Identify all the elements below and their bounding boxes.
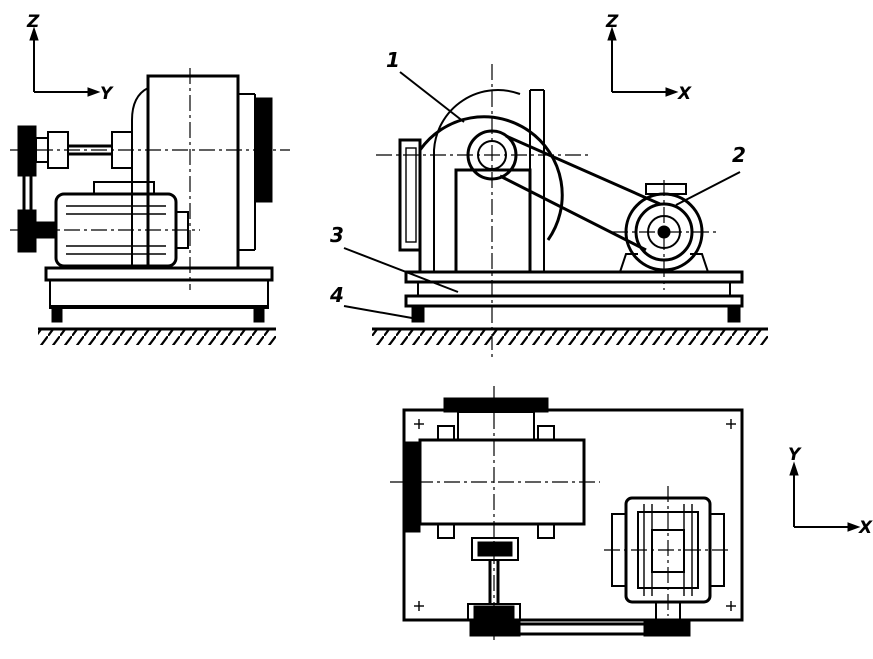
- side-ground: [38, 327, 276, 345]
- front-view: Z X: [329, 12, 768, 360]
- axis-label-z: Z: [26, 12, 40, 32]
- front-base-frame: [404, 270, 744, 323]
- front-motor: [612, 180, 720, 290]
- callout-label-3: 3: [330, 223, 344, 247]
- callout-2: 2: [675, 143, 746, 206]
- top-view: Y X: [390, 386, 873, 640]
- axis-label-x: X: [677, 84, 692, 104]
- top-fan: [390, 386, 600, 640]
- side-fan-housing: [10, 68, 290, 290]
- front-belt: [499, 134, 661, 252]
- front-axis-indicator: Z X: [605, 12, 692, 104]
- callout-label-4: 4: [329, 283, 344, 307]
- front-fan-scroll: [376, 64, 590, 360]
- front-ground: [372, 327, 768, 345]
- side-axis-indicator: Z Y: [26, 12, 114, 104]
- callout-label-1: 1: [386, 48, 400, 72]
- axis-label-z: Z: [605, 12, 619, 32]
- top-axis-indicator: Y X: [788, 445, 873, 538]
- top-motor: [604, 486, 732, 621]
- side-shaft: [17, 125, 133, 177]
- axis-label-x: X: [858, 518, 873, 538]
- callout-label-2: 2: [732, 143, 746, 167]
- mount-marks: [414, 419, 736, 611]
- side-view: Z Y: [10, 12, 290, 345]
- callout-3: 3: [330, 223, 459, 293]
- callout-1: 1: [386, 48, 465, 123]
- top-belt: [469, 619, 691, 637]
- callout-4: 4: [329, 283, 413, 319]
- side-base-frame: [44, 266, 274, 323]
- axis-label-y: Y: [100, 84, 114, 104]
- side-belt-drive: [17, 176, 37, 253]
- axis-label-y: Y: [788, 445, 802, 465]
- side-motor: [10, 181, 200, 268]
